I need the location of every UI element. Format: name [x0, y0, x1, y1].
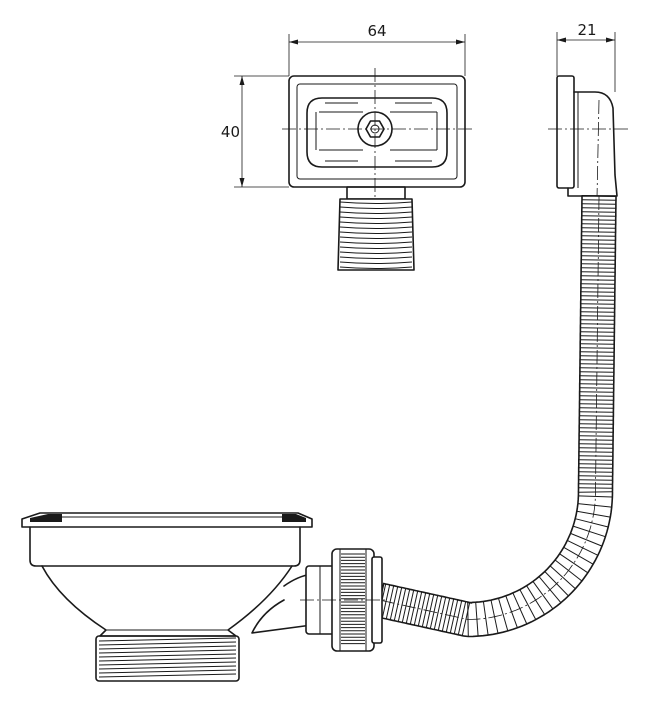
- overflow-hose-stub: [337, 198, 415, 271]
- thread-line: [98, 653, 237, 658]
- hose-rib: [397, 588, 407, 622]
- stub-rib: [339, 251, 413, 254]
- stub-rib: [339, 216, 413, 219]
- stub-rib: [339, 246, 413, 249]
- hose-centerline: [379, 196, 600, 620]
- overflow-front-view: [282, 68, 472, 271]
- thread-line: [98, 661, 237, 666]
- flange-gasket-left: [30, 514, 62, 522]
- thread-line: [98, 637, 237, 642]
- stub-rib: [339, 206, 413, 209]
- hose-rib: [417, 592, 427, 627]
- hose-rib: [559, 553, 589, 574]
- strainer-flange: [21, 512, 313, 528]
- flange-gasket-right: [282, 514, 306, 522]
- strainer-thread: [95, 635, 240, 682]
- hose-rib: [578, 495, 613, 498]
- hose-rib: [482, 601, 489, 636]
- dimension-height-label: 40: [221, 123, 240, 141]
- stub-rib: [339, 236, 413, 239]
- dimension-height: 40: [221, 75, 289, 188]
- hose-rib: [570, 532, 603, 547]
- grille-side-lines: [315, 112, 438, 150]
- thread-line: [98, 665, 237, 670]
- hose-rib: [461, 602, 471, 636]
- stub-rib: [339, 211, 413, 214]
- hose-rib: [532, 581, 554, 610]
- thread-line: [98, 641, 237, 646]
- stub-rib: [339, 231, 413, 234]
- side-body: [567, 91, 618, 197]
- stub-rib: [339, 226, 413, 229]
- thread-line: [98, 649, 237, 654]
- stub-outline: [337, 198, 415, 271]
- side-vertical-centerline: [596, 99, 600, 199]
- dimension-width-label: 64: [367, 22, 386, 40]
- stub-rib: [339, 201, 413, 204]
- dimension-width: 64: [288, 22, 466, 76]
- corrugated-hose: [375, 195, 617, 638]
- stub-rib: [339, 261, 413, 264]
- hose-rib: [575, 518, 609, 528]
- overflow-inner-frame: [296, 83, 458, 180]
- strainer-upper-body: [29, 526, 301, 567]
- thread-line: [98, 645, 237, 650]
- hose-rib: [549, 565, 576, 590]
- thread-line: [98, 673, 237, 678]
- hose-rib: [519, 589, 537, 620]
- stub-rib: [339, 221, 413, 224]
- hose-rib: [413, 591, 423, 626]
- thread-lines: [98, 637, 237, 678]
- grille-slots: [319, 111, 437, 151]
- stub-rib: [339, 266, 413, 269]
- thread-line: [98, 669, 237, 674]
- hose-rib: [498, 598, 509, 632]
- grille-edges: [325, 102, 432, 162]
- dimension-depth: 21: [556, 21, 616, 92]
- overflow-side-view: [548, 75, 628, 199]
- hose-rib: [433, 596, 443, 630]
- dimension-depth-label: 21: [577, 21, 596, 39]
- overflow-outer-frame: [288, 75, 466, 188]
- sink-strainer: [21, 512, 386, 682]
- strainer-bowl: [41, 565, 293, 637]
- thread-line: [98, 657, 237, 662]
- overflow-grille: [306, 97, 448, 168]
- stub-rib: [339, 241, 413, 244]
- side-flange: [556, 75, 575, 189]
- stub-rib: [339, 256, 413, 259]
- overflow-neck: [346, 186, 406, 200]
